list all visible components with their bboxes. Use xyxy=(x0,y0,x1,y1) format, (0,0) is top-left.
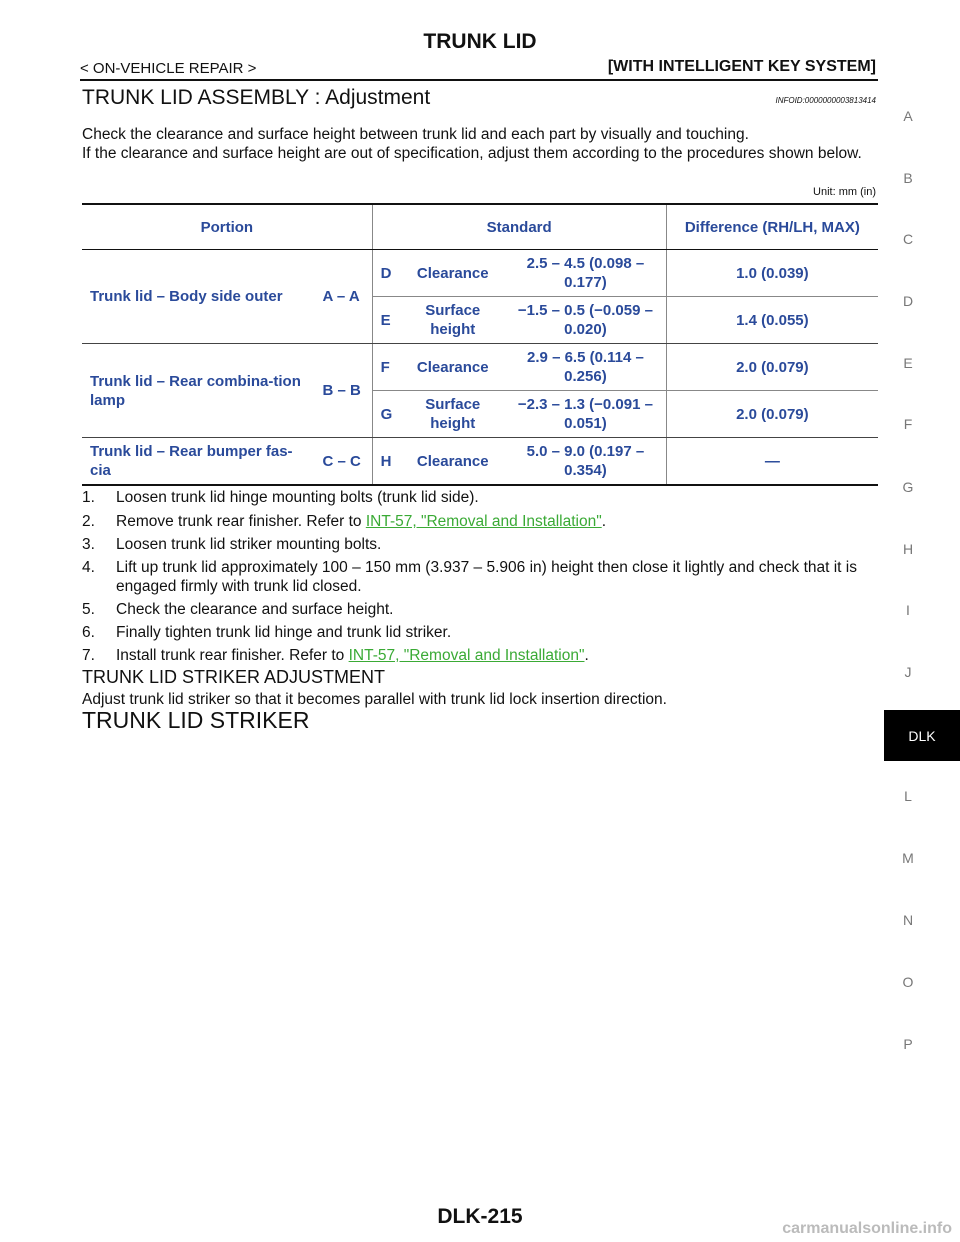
item-cell: Clearance xyxy=(400,343,506,391)
step-text: Lift up trunk lid approximately 100 – 15… xyxy=(116,559,857,595)
item-cell: Clearance xyxy=(400,249,506,297)
side-index-i[interactable]: I xyxy=(906,602,910,618)
standard-cell: 2.5 – 4.5 (0.098 – 0.177) xyxy=(505,249,667,297)
col-header-portion: Portion xyxy=(82,203,373,250)
side-index-dlk-active[interactable]: DLK xyxy=(884,710,960,761)
side-index-g[interactable]: G xyxy=(902,479,914,495)
table-row: Trunk lid – Body side outer A – A D Clea… xyxy=(82,249,878,344)
difference-cell: 1.4 (0.055) xyxy=(666,296,878,344)
item-cell: Surface height xyxy=(400,296,506,344)
section-cell: B – B xyxy=(314,343,373,438)
table-row: G Surface height −2.3 – 1.3 (−0.091 – 0.… xyxy=(82,390,878,438)
item-cell: Clearance xyxy=(400,437,506,486)
step-number: 3. xyxy=(82,536,95,553)
side-index-b[interactable]: B xyxy=(903,170,913,186)
table-row: E Surface height −1.5 – 0.5 (−0.059 – 0.… xyxy=(82,296,878,344)
table-row: Trunk lid – Rear bumper fas-cia C – C H … xyxy=(82,437,878,486)
step-number: 4. xyxy=(82,559,95,576)
standard-cell: 2.9 – 6.5 (0.114 – 0.256) xyxy=(505,343,667,391)
unit-note: Unit: mm (in) xyxy=(813,186,876,198)
step-text: Loosen trunk lid hinge mounting bolts (t… xyxy=(116,489,479,506)
side-index-d[interactable]: D xyxy=(902,293,914,309)
side-index-n[interactable]: N xyxy=(902,912,914,928)
step-number: 7. xyxy=(82,647,95,664)
step-number: 1. xyxy=(82,489,95,506)
item-cell: Surface height xyxy=(400,390,506,438)
difference-cell: — xyxy=(666,437,878,486)
step-number: 6. xyxy=(82,624,95,641)
next-section-title: TRUNK LID STRIKER xyxy=(82,707,310,733)
side-index-e[interactable]: E xyxy=(903,355,913,371)
page-number: DLK-215 xyxy=(437,1205,523,1228)
difference-cell: 2.0 (0.079) xyxy=(666,390,878,438)
standard-cell: −1.5 – 0.5 (−0.059 – 0.020) xyxy=(505,296,667,344)
letter-cell: D xyxy=(372,249,401,297)
table-header-row: Portion Standard Difference (RH/LH, MAX) xyxy=(82,203,878,250)
portion-cell: Trunk lid – Rear bumper fas-cia xyxy=(82,437,315,486)
step-text: Install trunk rear finisher. Refer to xyxy=(116,647,349,664)
standard-cell: −2.3 – 1.3 (−0.091 – 0.051) xyxy=(505,390,667,438)
header-divider xyxy=(80,79,878,81)
step-number: 2. xyxy=(82,513,95,530)
step-number: 5. xyxy=(82,601,95,618)
system-label: [WITH INTELLIGENT KEY SYSTEM] xyxy=(607,58,876,75)
side-index-l[interactable]: L xyxy=(904,788,912,804)
breadcrumb: < ON-VEHICLE REPAIR > xyxy=(80,60,257,77)
side-index-c[interactable]: C xyxy=(902,231,914,247)
step-text-end: . xyxy=(601,513,607,530)
side-index-p[interactable]: P xyxy=(903,1036,913,1052)
table-row: Trunk lid – Rear combina-tion lamp B – B… xyxy=(82,343,878,438)
letter-cell: H xyxy=(372,437,401,486)
reference-link[interactable]: INT-57, "Removal and Installation" xyxy=(365,513,602,530)
portion-cell: Trunk lid – Rear combina-tion lamp xyxy=(82,343,315,438)
difference-cell: 2.0 (0.079) xyxy=(666,343,878,391)
section-title: TRUNK LID ASSEMBLY : Adjustment xyxy=(82,86,431,109)
striker-adjustment-title: TRUNK LID STRIKER ADJUSTMENT xyxy=(82,667,386,687)
intro-line-1: Check the clearance and surface height b… xyxy=(82,126,749,143)
intro-text: Check the clearance and surface height b… xyxy=(82,125,878,163)
intro-line-2: If the clearance and surface height are … xyxy=(82,145,862,162)
step-text: Loosen trunk lid striker mounting bolts. xyxy=(116,536,382,553)
page-title: TRUNK LID xyxy=(423,30,537,53)
side-index-h[interactable]: H xyxy=(902,541,914,557)
side-index-j[interactable]: J xyxy=(904,664,912,680)
side-index-f[interactable]: F xyxy=(903,416,913,432)
striker-adjustment-text: Adjust trunk lid striker so that it beco… xyxy=(82,691,667,708)
step-text: Finally tighten trunk lid hinge and trun… xyxy=(116,624,452,641)
step-text-end: . xyxy=(584,647,589,664)
spec-table: Portion Standard Difference (RH/LH, MAX)… xyxy=(82,203,878,486)
difference-cell: 1.0 (0.039) xyxy=(666,249,878,297)
portion-cell: Trunk lid – Body side outer xyxy=(82,249,315,344)
side-index-m[interactable]: M xyxy=(902,850,914,866)
step-text: Check the clearance and surface height. xyxy=(116,601,394,618)
watermark: carmanualsonline.info xyxy=(782,1220,952,1237)
reference-link[interactable]: INT-57, "Removal and Installation" xyxy=(348,647,585,664)
section-cell: A – A xyxy=(314,249,373,344)
side-index-o[interactable]: O xyxy=(902,974,914,990)
step-text: Remove trunk rear finisher. Refer to xyxy=(116,513,366,530)
col-header-standard: Standard xyxy=(372,203,667,250)
col-header-difference: Difference (RH/LH, MAX) xyxy=(666,203,878,250)
section-cell: C – C xyxy=(314,437,373,486)
letter-cell: E xyxy=(372,296,401,344)
side-index-a[interactable]: A xyxy=(903,108,913,124)
letter-cell: G xyxy=(372,390,401,438)
info-id: INFOID:0000000003813414 xyxy=(775,96,876,105)
letter-cell: F xyxy=(372,343,401,391)
standard-cell: 5.0 – 9.0 (0.197 – 0.354) xyxy=(505,437,667,486)
